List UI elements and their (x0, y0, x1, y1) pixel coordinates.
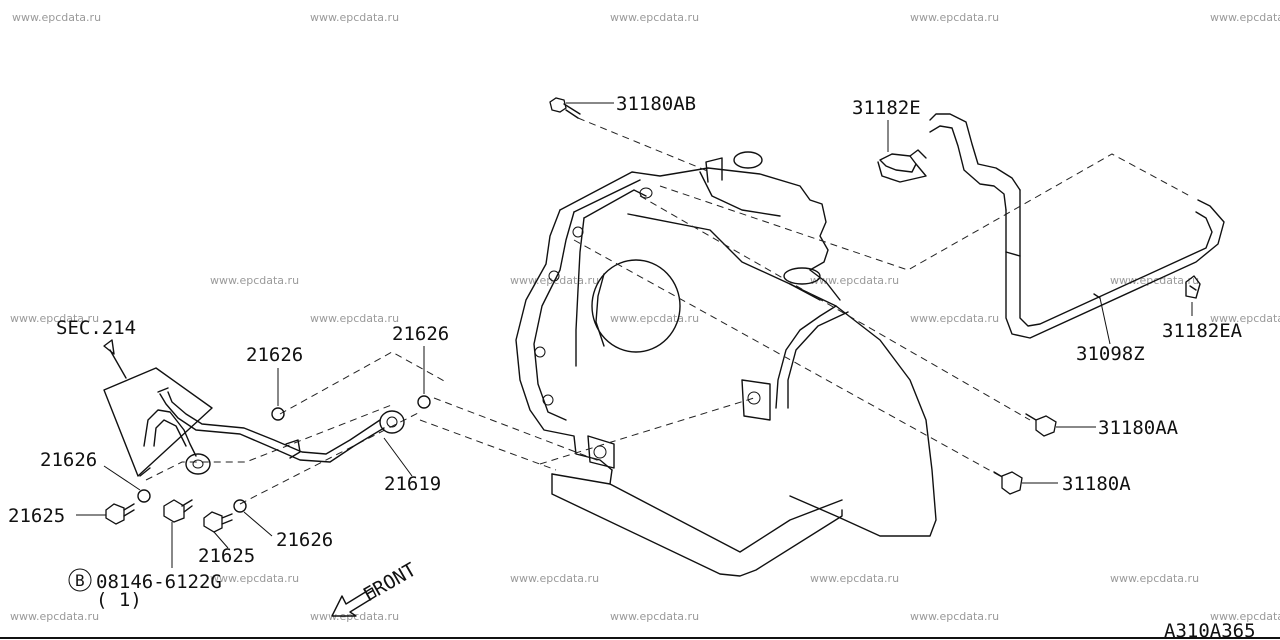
watermark: www.epcdata.ru (10, 312, 99, 325)
label-21619: 21619 (384, 473, 441, 495)
watermark: www.epcdata.ru (1110, 572, 1199, 585)
watermark: www.epcdata.ru (310, 312, 399, 325)
label-31180aa: 31180AA (1098, 417, 1179, 439)
clamp-31182e (877, 120, 927, 183)
label-31180ab: 31180AB (616, 93, 696, 115)
label-31182e: 31182E (852, 97, 921, 119)
watermark: www.epcdata.ru (610, 11, 699, 24)
watermark: www.epcdata.ru (1210, 11, 1280, 24)
label-sec-214: SEC.214 (56, 317, 136, 339)
label-21626-a: 21626 (246, 344, 303, 366)
assembly-lines (145, 117, 1191, 505)
front-arrow (331, 587, 377, 617)
bolt-31180ab (549, 97, 614, 119)
watermark: www.epcdata.ru (1210, 610, 1280, 623)
label-front: FRONT (360, 559, 421, 607)
watermark: www.epcdata.ru (810, 572, 899, 585)
label-31180a: 31180A (1062, 473, 1131, 495)
watermark: www.epcdata.ru (510, 572, 599, 585)
watermark: www.epcdata.ru (12, 11, 101, 24)
watermark: www.epcdata.ru (810, 274, 899, 287)
watermark: www.epcdata.ru (610, 312, 699, 325)
label-08146-6122g: 08146-6122G (96, 571, 222, 593)
watermark: www.epcdata.ru (610, 610, 699, 623)
watermark: www.epcdata.ru (310, 11, 399, 24)
label-bolt-b-mark: B (75, 571, 85, 590)
watermark: www.epcdata.ru (910, 11, 999, 24)
label-31182ea: 31182EA (1162, 320, 1243, 342)
hose-31098z (929, 113, 1225, 345)
bolts-21625 (76, 503, 233, 549)
diagram-id: A310A365 (1164, 620, 1256, 640)
label-21626-b: 21626 (392, 323, 449, 345)
watermark: www.epcdata.ru (10, 610, 99, 623)
watermark: www.epcdata.ru (910, 610, 999, 623)
washers-21626 (103, 346, 431, 537)
label-bolt-b-qty: ( 1) (96, 589, 142, 611)
clip-31182ea (1185, 275, 1201, 316)
label-31098z: 31098Z (1076, 343, 1145, 365)
transmission-case (515, 151, 937, 577)
part-labels: 31180AB 31182E 31182EA 31098Z 31180AA 31… (8, 93, 1256, 640)
label-21625-a: 21625 (8, 505, 65, 527)
watermark: www.epcdata.ru (210, 572, 299, 585)
cooler-tube-21619 (103, 339, 413, 477)
bolt-08146-6122g (68, 499, 193, 592)
label-21626-c: 21626 (40, 449, 97, 471)
watermark: www.epcdata.ru (210, 274, 299, 287)
watermark: www.epcdata.ru (910, 312, 999, 325)
watermark: www.epcdata.ru (1210, 312, 1280, 325)
label-21625-b: 21625 (198, 545, 255, 567)
bolt-31180aa (1025, 413, 1096, 437)
label-21626-d: 21626 (276, 529, 333, 551)
bolt-31180a (993, 471, 1058, 495)
